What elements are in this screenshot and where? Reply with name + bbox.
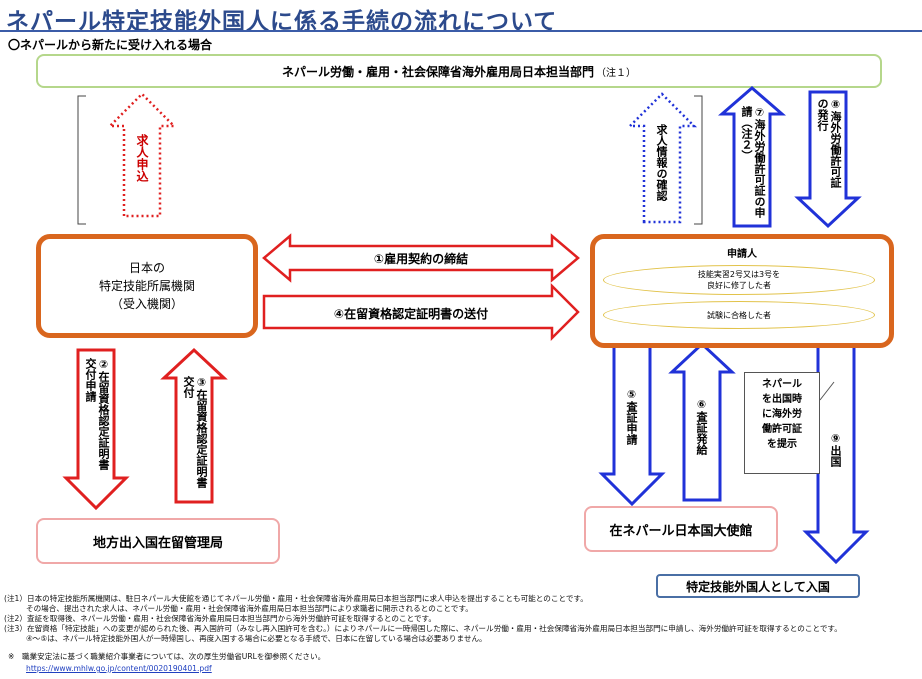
step9-label: ⑨出国 — [829, 432, 842, 467]
callout-line3: に海外労 — [762, 409, 802, 420]
job-application-label: 求人申込 — [135, 134, 149, 182]
embassy-box: 在ネパール日本国大使館 — [584, 506, 778, 552]
step8-arrow — [794, 90, 862, 229]
applicant-title: 申請人 — [727, 249, 757, 260]
step6-label: ⑥査証発給 — [695, 398, 708, 455]
footnote-1b: その場合、提出された求人は、ネパール労働・雇用・社会保障省海外雇用局日本担当部門… — [26, 604, 473, 613]
japan-organization-box: 日本の 特定技能所属機関 （受入機関） — [36, 234, 258, 338]
mhlw-link[interactable]: https://www.mhlw.go.jp/content/002019040… — [26, 664, 212, 673]
applicant-option-exam: 試験に合格した者 — [603, 301, 875, 329]
nepal-ministry-label: ネパール労働・雇用・社会保障省海外雇用局日本担当部門 — [281, 64, 594, 79]
footnote-1a: (注1）日本の特定技能所属機関は、駐日ネパール大使館を通じてネパール労働・雇用・… — [4, 594, 588, 603]
callout-line1: ネパール — [762, 379, 802, 390]
step5-label: ⑤査証申請 — [625, 388, 638, 445]
callout-pointer — [819, 381, 835, 401]
footnote-3b: ④～⑤は、ネパール特定技能外国人が一時帰国し、再度入国する場合に必要となる手続で… — [26, 634, 487, 643]
step3-label: ③在留資格認定証明書交付 — [182, 376, 208, 488]
callout-line2: を出国時 — [762, 394, 802, 405]
footnote-2: (注2）査証を取得後、ネパール労働・雇用・社会保障省海外雇用局日本担当部門から海… — [4, 614, 436, 623]
exit-callout: ネパール を出国時 に海外労 働許可証 を提示 — [744, 372, 820, 474]
step2-label: ②在留資格認定証明書交付申請 — [84, 358, 110, 470]
bracket-left — [77, 95, 86, 225]
japan-org-line3: （受入機関） — [110, 297, 183, 311]
nepal-ministry-note: （注１） — [596, 67, 636, 79]
step4-label: ④在留資格認定証明書の送付 — [333, 307, 489, 321]
footnote-3a: (注3）在留資格「特定技能」への変更が認められた後、再入国許可（みなし再入国許可… — [4, 624, 842, 633]
step8-label: ⑧海外労働許可証の発行 — [816, 98, 842, 188]
trainee-line2: 良好に修了した者 — [707, 281, 771, 290]
step5-arrow — [598, 344, 666, 507]
immigration-bureau-box: 地方出入国在留管理局 — [36, 518, 280, 564]
step7-label: ⑦海外労働許可証の申請（注２） — [740, 106, 766, 218]
japan-org-line1: 日本の — [128, 261, 165, 275]
job-confirmation-arrow — [626, 92, 698, 224]
job-confirmation-label: 求人情報の確認 — [655, 124, 668, 201]
title-underline — [0, 30, 922, 32]
step3-arrow — [160, 347, 228, 504]
applicant-option-trainee: 技能実習2号又は3号を 良好に修了した者 — [603, 265, 875, 295]
section-subtitle: 〇ネパールから新たに受け入れる場合 — [8, 38, 213, 52]
step1-arrow — [262, 233, 580, 283]
trainee-line1: 技能実習2号又は3号を — [697, 270, 781, 279]
callout-line5: を提示 — [767, 439, 797, 450]
japan-org-line2: 特定技能所属機関 — [98, 279, 195, 293]
step1-label: ①雇用契約の締結 — [373, 252, 469, 266]
step7-arrow — [717, 86, 787, 228]
step4-arrow — [262, 282, 580, 342]
applicant-box: 申請人 技能実習2号又は3号を 良好に修了した者 試験に合格した者 — [590, 234, 894, 348]
callout-line4: 働許可証 — [762, 424, 802, 435]
bracket-right — [694, 95, 703, 225]
footnote-remark: ※ 職業安定法に基づく職業紹介事業者については、次の厚生労働省URLを御参照くだ… — [8, 652, 326, 661]
job-application-arrow — [106, 92, 178, 218]
step2-arrow — [62, 348, 130, 511]
step6-arrow — [668, 341, 736, 502]
nepal-ministry-box: ネパール労働・雇用・社会保障省海外雇用局日本担当部門（注１） — [36, 54, 882, 88]
exam-label: 試験に合格した者 — [707, 310, 771, 320]
entry-box: 特定技能外国人として入国 — [656, 574, 860, 598]
